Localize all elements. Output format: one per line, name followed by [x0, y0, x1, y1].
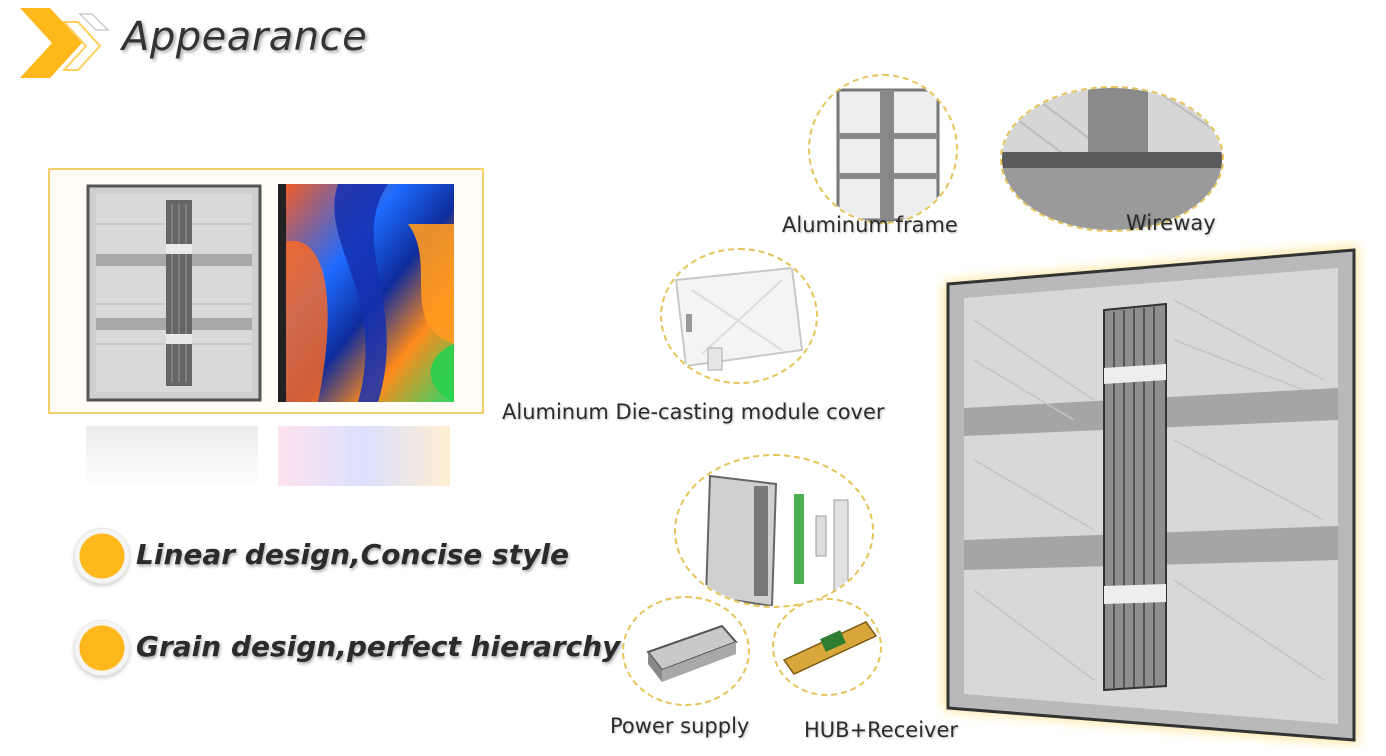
caption-module-cover: Aluminum Die-casting module cover	[502, 400, 885, 424]
caption-hub-receiver: HUB+Receiver	[804, 718, 959, 742]
cabinet-back-image	[86, 184, 262, 402]
power-supply-detail	[622, 596, 750, 706]
caption-wireway: Wireway	[1126, 211, 1216, 235]
exploded-cabinet-detail	[674, 454, 874, 608]
aluminum-frame-detail	[808, 74, 958, 224]
cabinet-front-image	[278, 184, 454, 402]
product-showcase	[48, 168, 484, 414]
large-cabinet-back-image	[934, 240, 1370, 748]
hub-receiver-detail	[772, 598, 882, 696]
wireway-detail	[1000, 86, 1224, 232]
caption-power-supply: Power supply	[610, 714, 750, 738]
module-cover-detail	[660, 248, 818, 384]
feature-label: Linear design,Concise style	[136, 538, 569, 571]
page-title: Appearance	[122, 14, 368, 60]
bullet-icon	[74, 528, 130, 584]
showcase-reflection	[48, 418, 484, 498]
bullet-icon	[74, 620, 130, 676]
feature-label: Grain design,perfect hierarchy	[136, 630, 621, 663]
chevron-logo-icon	[20, 8, 110, 78]
caption-aluminum-frame: Aluminum frame	[782, 213, 958, 237]
